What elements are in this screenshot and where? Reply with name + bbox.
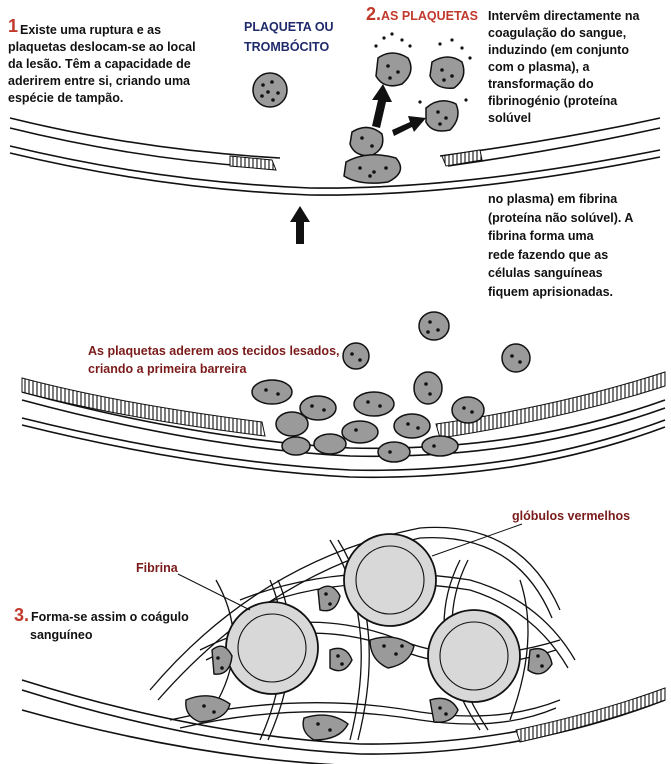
step-2-text-top: Intervêm directamente na coagulação do s…: [488, 8, 639, 127]
step-1-line: da lesão. Têm a capacidade de: [8, 57, 191, 71]
step-2-number: 2.: [366, 4, 382, 24]
step-2-line: no plasma) em fibrina: [488, 192, 618, 206]
vessel-wall-panel-1: [9, 117, 661, 196]
step-2-line: Intervêm directamente na: [488, 9, 640, 23]
hatched-tissue-left-1: [229, 155, 277, 171]
step-3-line-1: Forma-se assim o coágulo: [31, 610, 189, 624]
step-2-text-bottom: no plasma) em fibrina (proteína não solú…: [488, 190, 633, 301]
step-2-title: AS PLAQUETAS: [381, 9, 479, 23]
step-1-line: espécie de tampão.: [8, 91, 124, 105]
step-2-line: (proteína não solúvel). A: [488, 210, 634, 225]
hatched-tissue-right-1: [441, 149, 483, 167]
step-2-line: rede fazendo que as: [488, 247, 609, 262]
red-cells-label: glóbulos vermelhos: [512, 509, 631, 523]
label-pointer-lines: [177, 523, 523, 611]
step-1-line: plaquetas deslocam-se ao local: [8, 40, 196, 54]
step-1-line: aderirem entre si, criando uma: [8, 74, 191, 88]
step-1-number: 1: [8, 16, 19, 36]
adhesion-caption: As plaquetas aderem aos tecidos lesados,…: [88, 342, 340, 378]
fibrin-label: Fibrina: [136, 561, 178, 575]
step-1-line: Existe uma ruptura e as: [20, 23, 162, 37]
step-2-line: induzindo (em conjunto: [488, 43, 629, 57]
step-2-heading: 2.AS PLAQUETAS: [366, 4, 479, 25]
arrow-icons-panel-1: [290, 84, 426, 244]
step-2-line: solúvel: [488, 111, 532, 125]
step-2-line: fibrina forma uma: [488, 229, 594, 243]
hatched-tissue-right-2: [435, 371, 666, 439]
step-2-line: fiquem aprisionadas.: [488, 284, 614, 299]
step-2-line: células sanguíneas: [488, 266, 603, 280]
step-2-line: coagulação do sangue,: [488, 26, 627, 40]
step-3-text: 3.Forma-se assim o coágulo sanguíneo: [14, 606, 189, 644]
step-3-line-2: sanguíneo: [30, 628, 93, 642]
platelet-label-line-1: PLAQUETA OU: [244, 20, 334, 34]
step-2-line: fibrinogénio (proteína: [488, 94, 618, 108]
step-2-line: transformação do: [488, 77, 594, 91]
red-blood-cells: [225, 533, 521, 703]
vessel-wall-panel-2: [21, 391, 666, 479]
platelet-cluster-activated: [343, 32, 472, 184]
platelet-single: [252, 72, 288, 108]
platelet-label-line-2: TROMBÓCITO: [244, 40, 330, 54]
adhesion-caption-line-2: criando a primeira barreira: [88, 362, 247, 376]
platelet-plug: [251, 311, 531, 463]
platelet-granules-panel-2: [264, 320, 522, 454]
hatched-tissue-left-2: [21, 377, 266, 437]
platelet-label: PLAQUETA OU TROMBÓCITO: [244, 17, 334, 57]
step-2-line: com o plasma), a: [488, 60, 590, 74]
adhesion-caption-line-1: As plaquetas aderem aos tecidos lesados,: [88, 344, 340, 358]
clot-platelet-granules: [202, 592, 544, 732]
hatched-tissue-right-3: [515, 687, 666, 743]
step-3-number: 3.: [14, 605, 30, 625]
step-1-text: 1 Existe uma ruptura e as plaquetas desl…: [8, 17, 196, 107]
